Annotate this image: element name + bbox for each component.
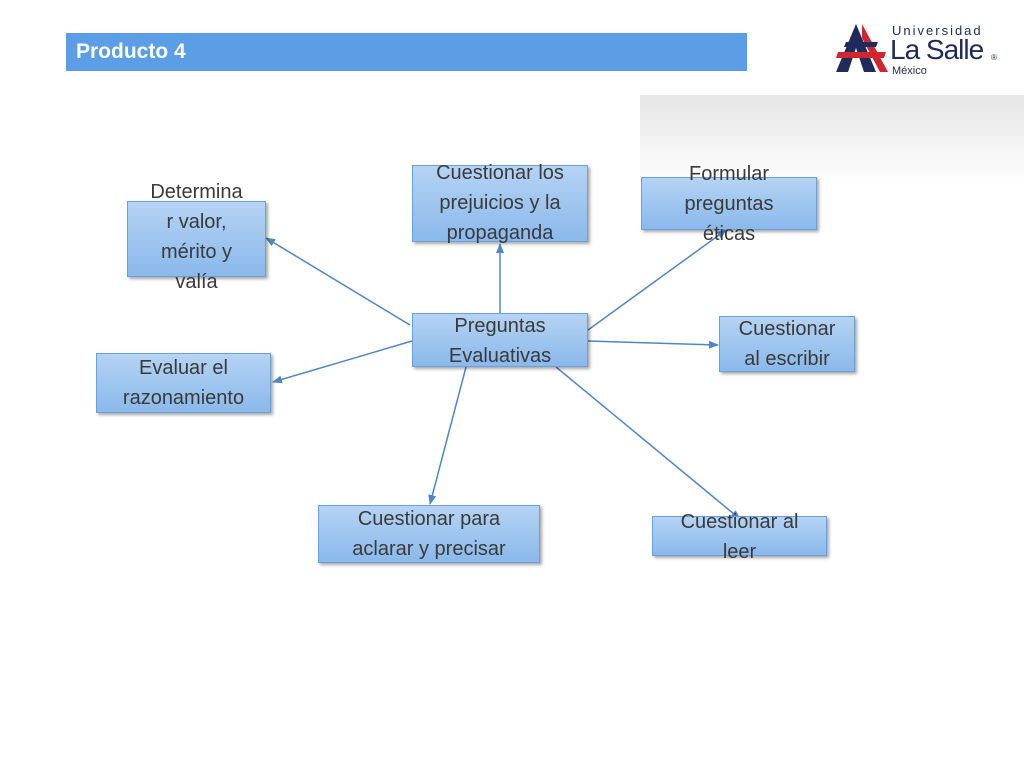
node-prejuicios-label: Cuestionar los prejuicios y la propagand… [436,162,564,244]
arrow-to-leer [555,366,741,520]
node-eticas-box [641,177,817,230]
slide-title: Producto 4 [66,33,747,71]
university-logo: Universidad La Salle ® México [836,20,1006,80]
arrow-to-escribir [587,340,719,349]
node-valor-box [127,201,266,277]
node-escribir-label: Cuestionar al escribir [738,318,836,370]
logo-country-text: México [892,65,927,77]
node-razonamiento-label: Evaluar el razonamiento [122,357,245,409]
node-leer-box [652,516,827,556]
node-eticas-label: Formular preguntas éticas [684,163,774,245]
center-node-box [412,313,588,367]
node-razonamiento-box [96,353,271,413]
arrow-to-valor [265,237,411,326]
logo-university-text: Universidad [892,23,983,38]
arrow-to-aclarar [428,366,467,505]
node-prejuicios-box [412,165,588,242]
center-node-label: Preguntas Evaluativas [448,315,552,367]
node-valor-label: Determina r valor, mérito y valía [150,181,243,293]
lasalle-star-icon [836,24,888,72]
node-aclarar-box [318,505,540,563]
arrow-to-eticas [587,229,727,331]
node-escribir-box [719,316,855,372]
top-shade [640,95,1024,185]
arrow-to-razonamiento [272,340,413,384]
logo-registered-mark: ® [991,53,997,62]
node-aclarar-label: Cuestionar para aclarar y precisar [352,508,506,560]
logo-name-text: La Salle [890,34,984,65]
node-leer-label: Cuestionar al leer [680,511,799,563]
